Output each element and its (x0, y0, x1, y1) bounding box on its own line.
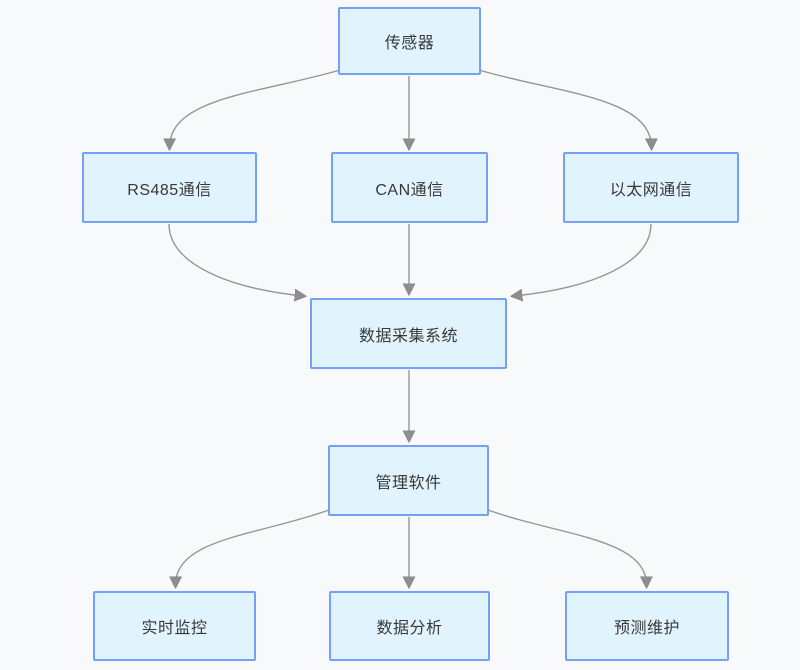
edge-rs485-daq (168, 223, 303, 296)
node-maintenance: 预测维护 (565, 591, 729, 661)
node-analysis: 数据分析 (329, 591, 490, 661)
node-rs485: RS485通信 (82, 152, 257, 223)
edge-sensor-ethernet (478, 69, 652, 147)
edge-ethernet-daq (514, 223, 652, 296)
node-can: CAN通信 (331, 152, 488, 223)
node-software: 管理软件 (328, 445, 489, 516)
edge-software-maintenance (487, 509, 647, 585)
edge-sensor-rs485 (170, 69, 341, 147)
edge-software-monitoring (176, 509, 330, 585)
node-ethernet: 以太网通信 (563, 152, 739, 223)
node-monitoring: 实时监控 (93, 591, 256, 661)
node-daq: 数据采集系统 (310, 298, 507, 369)
node-sensor: 传感器 (338, 7, 481, 75)
